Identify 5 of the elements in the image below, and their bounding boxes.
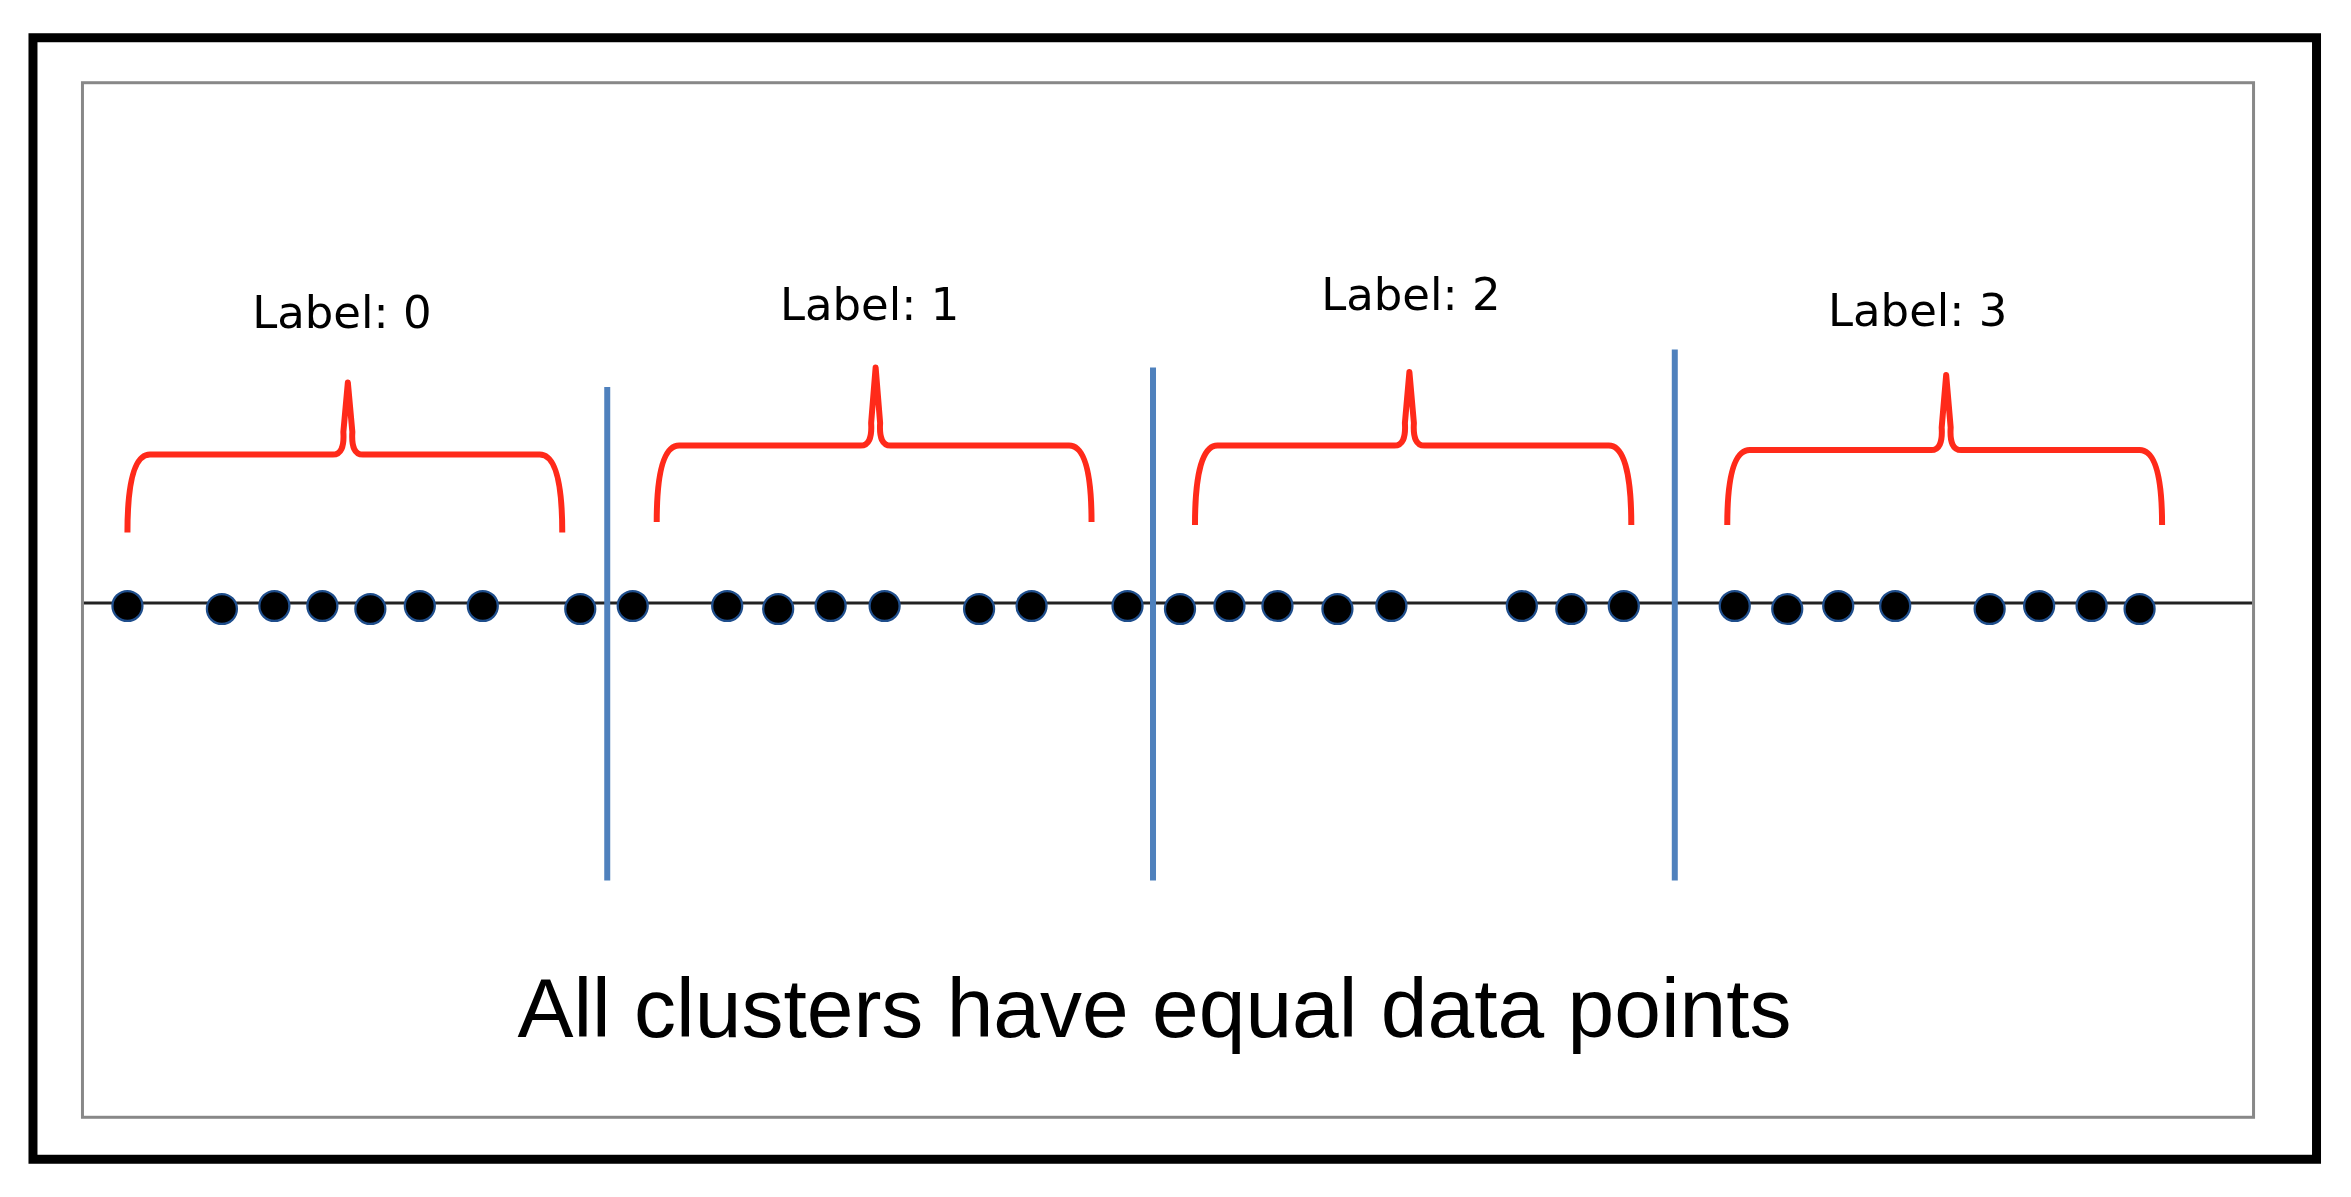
cluster-label: Label: 3 xyxy=(1828,283,2008,337)
cluster-label: Label: 1 xyxy=(779,277,960,331)
cluster-label: Label: 0 xyxy=(252,285,432,339)
caption: All clusters have equal data points xyxy=(517,959,1792,1057)
cluster-label: Label: 2 xyxy=(1321,267,1501,321)
